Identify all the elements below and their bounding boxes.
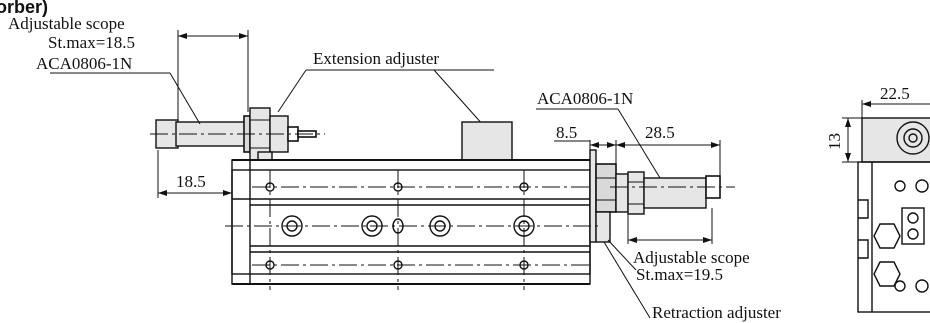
extension-adjuster-block: [461, 121, 513, 161]
right-dim-right: 28.5: [645, 123, 675, 142]
left-stroke-label: St.max=18.5: [48, 33, 135, 52]
right-dim-left: 8.5: [556, 123, 577, 142]
right-stroke-label: St.max=19.5: [636, 265, 723, 284]
retraction-adjuster-label: Retraction adjuster: [652, 303, 781, 322]
left-model-label: ACA0806-1N: [36, 54, 132, 73]
table-holes: [265, 182, 535, 270]
extension-adjuster-label: Extension adjuster: [313, 49, 439, 68]
side-width-dim: 22.5: [880, 84, 910, 103]
left-scope-label: Adjustable scope: [8, 14, 125, 33]
right-scope-label: Adjustable scope: [633, 248, 750, 267]
side-height-dim: 13: [825, 133, 844, 150]
right-model-label: ACA0806-1N: [537, 89, 633, 108]
section-title: orber): [0, 0, 48, 17]
side-view: [857, 117, 930, 313]
right-shock-absorber: [615, 171, 721, 215]
slide-table: [231, 149, 617, 285]
left-offset-dim: 18.5: [176, 172, 206, 191]
